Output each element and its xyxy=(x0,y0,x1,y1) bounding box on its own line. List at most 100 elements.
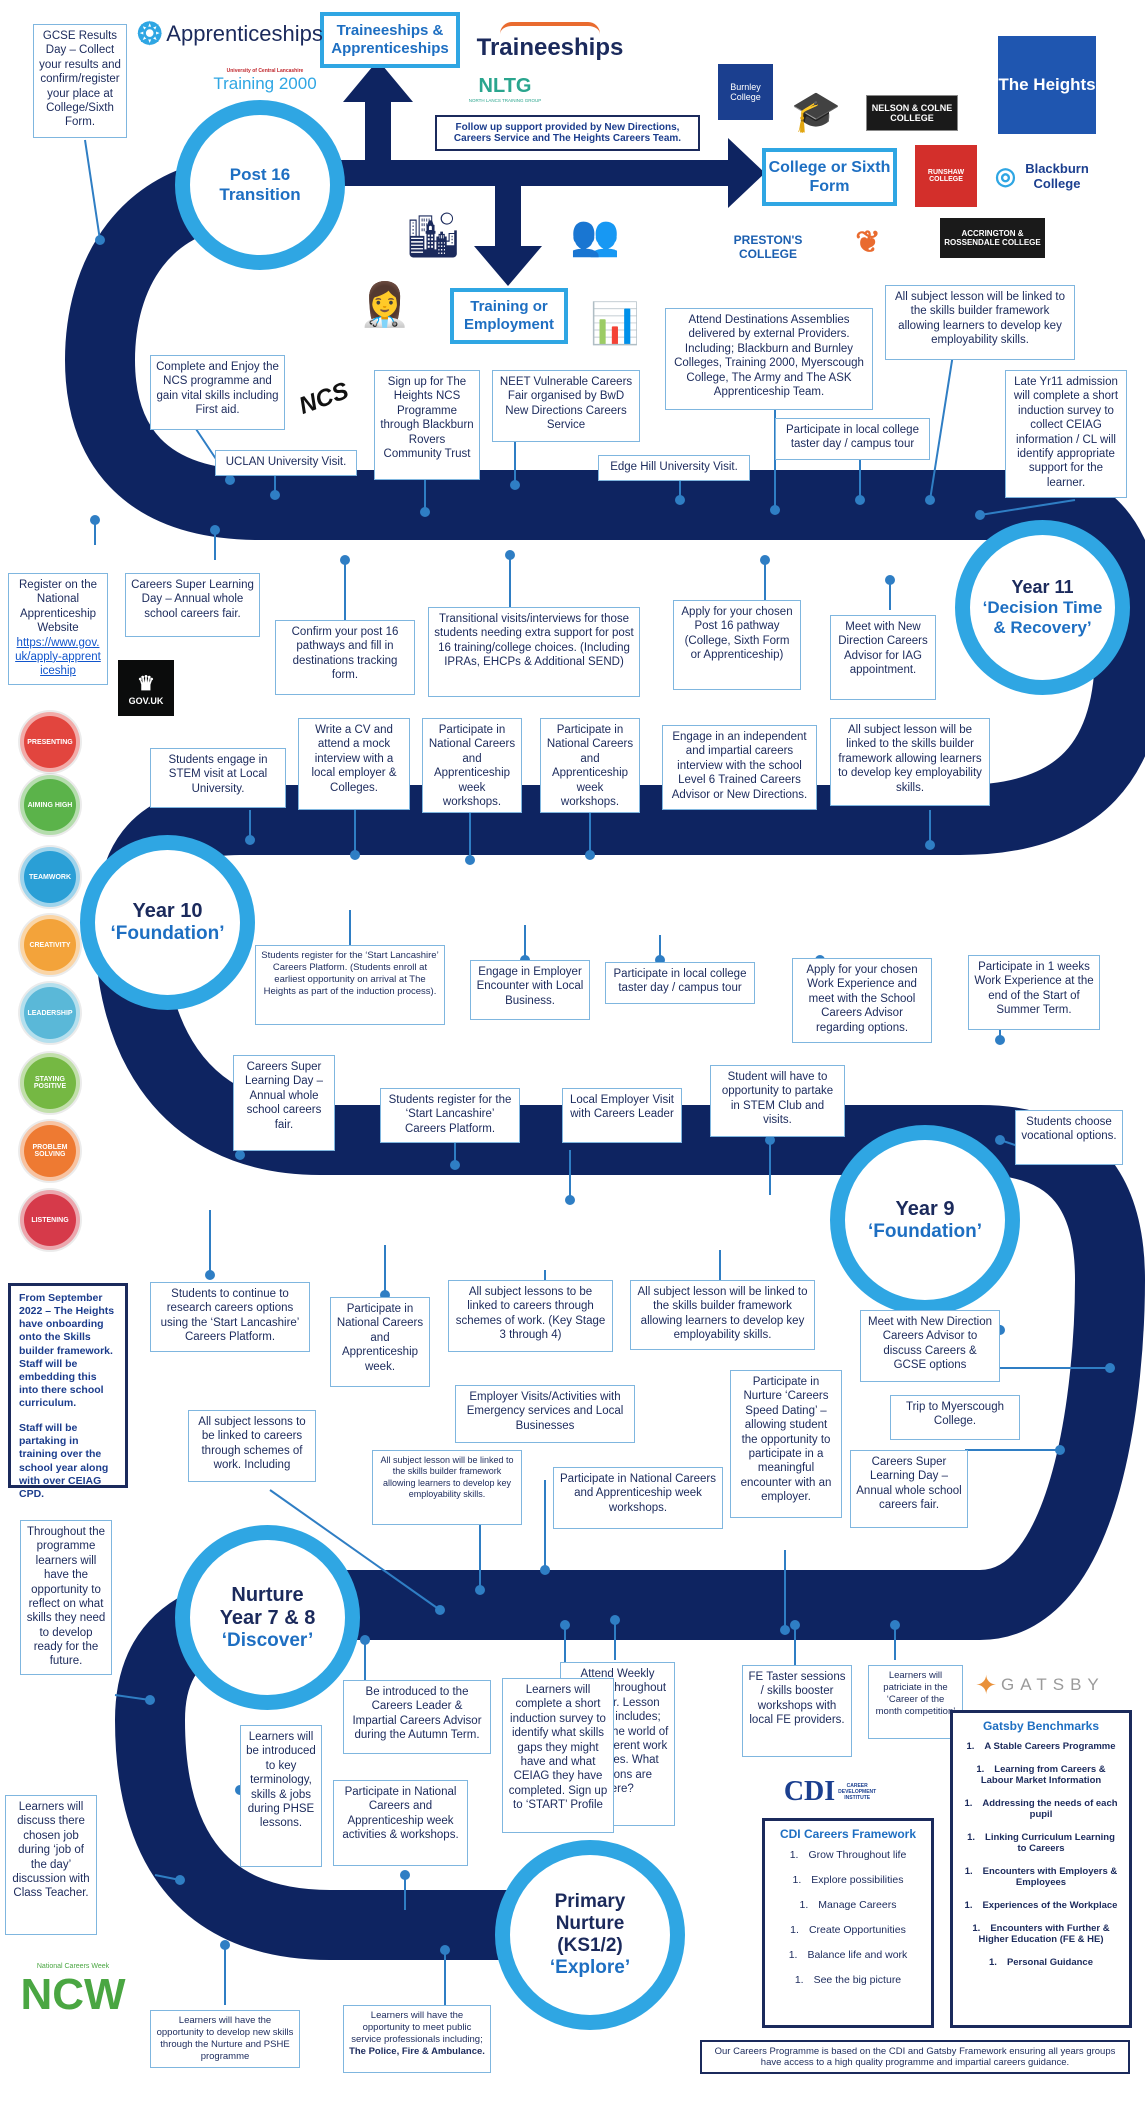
traineeships-logo: Traineeships xyxy=(475,22,625,62)
confirm-pathways-box: Confirm your post 16 pathways and fill i… xyxy=(275,620,415,695)
graduation-cap-icon: 🎓 xyxy=(791,89,841,134)
cdi-framework-panel: CDI Careers Framework 1.Grow Throughout … xyxy=(762,1818,934,2028)
reflect-skills-box: Throughout the programme learners will h… xyxy=(20,1520,112,1675)
arrow-shaft-down xyxy=(495,186,521,248)
year9-title: Year 9 xyxy=(895,1197,955,1220)
public-service-box: Learners will have the opportunity to me… xyxy=(343,2005,491,2073)
onboarding-note-text: From September 2022 – The Heights have o… xyxy=(19,1292,115,1409)
arrow-shaft-right xyxy=(300,160,730,186)
meet-new-direction-y11-box: Meet with New Direction Careers Advisor … xyxy=(830,615,936,700)
post16-title: Post 16 xyxy=(229,165,291,184)
gatsby-benchmarks-title: Gatsby Benchmarks xyxy=(982,1719,1100,1733)
emergency-services-box: Employer Visits/Activities with Emergenc… xyxy=(455,1385,635,1443)
primary-circle: Primary Nurture (KS1/2) ‘Explore’ xyxy=(495,1840,685,2030)
apprenticeships-logo-text: Apprenticeships xyxy=(166,21,323,46)
college-destination: College or Sixth Form xyxy=(762,148,897,206)
career-of-month-box: Learners will patriciate in the ‘Career … xyxy=(868,1665,963,1739)
public-service-text: Learners will have the opportunity to me… xyxy=(351,2010,483,2045)
y11-skills-builder-box: All subject lesson will be linked to the… xyxy=(885,285,1075,360)
ncw-logo-text: NCW xyxy=(20,1969,126,2019)
burnley-logo: Burnley College xyxy=(718,64,773,120)
year10-circle: Year 10 ‘Foundation’ xyxy=(80,835,255,1010)
cdi-item: 1.Explore possibilities xyxy=(792,1874,904,1886)
govuk-logo: ♛ GOV.UK xyxy=(118,660,174,716)
year11-title: Year 11 xyxy=(1011,577,1074,597)
swirl-icon: ❂ xyxy=(137,17,163,51)
year10-title: Year 10 xyxy=(132,900,203,922)
skill-badge-aiming-high: AIMING HIGH xyxy=(20,775,80,835)
super-learning-y9-box: Careers Super Learning Day – Annual whol… xyxy=(850,1450,968,1528)
post16-subtitle: Transition xyxy=(219,185,301,204)
work-experience-1week-box: Participate in 1 weeks Work Experience a… xyxy=(968,955,1100,1030)
onboarding-note-text-2: Staff will be partaking in training over… xyxy=(19,1422,109,1500)
year10-subtitle: ‘Foundation’ xyxy=(110,923,225,944)
year78-subtitle: ‘Discover’ xyxy=(221,1629,314,1651)
gatsby-item: 1.A Stable Careers Programme xyxy=(966,1741,1116,1752)
skill-badge-listening: LISTENING xyxy=(20,1190,80,1250)
traineeships-destination: Traineeships & Apprenticeships xyxy=(320,12,460,68)
presentation-icon: 📊 xyxy=(590,301,640,346)
job-of-day-box: Learners will discuss there chosen job d… xyxy=(5,1795,97,1935)
y10-skills-builder-box: All subject lesson will be linked to the… xyxy=(830,718,990,806)
cdi-item: 1.Grow Throughout life xyxy=(789,1849,907,1861)
accrington-logo: ACCRINGTON & ROSSENDALE COLLEGE xyxy=(940,218,1045,258)
schemes-general-box: All subject lessons to be linked to care… xyxy=(188,1410,316,1482)
year78-title: Nurture Year 7 & 8 xyxy=(219,1583,316,1629)
gatsby-item: 1.Experiences of the Workplace xyxy=(964,1900,1118,1911)
skill-badge-problem-solving: PROBLEM SOLVING xyxy=(20,1121,80,1181)
cdi-logo-text: CAREER DEVELOPMENT INSTITUTE xyxy=(838,1783,877,1801)
gatsby-item: 1.Linking Curriculum Learning to Careers xyxy=(967,1832,1115,1854)
nltg-logo-text: NLTG xyxy=(478,75,532,97)
mock-interview-box: Write a CV and attend a mock interview w… xyxy=(298,718,410,810)
ncs-logo-text: NCS xyxy=(295,377,353,420)
careers-leader-intro-box: Be introduced to the Careers Leader & Im… xyxy=(343,1680,491,1754)
public-service-bold-text: The Police, Fire & Ambulance. xyxy=(349,2045,485,2057)
year78-circle: Nurture Year 7 & 8 ‘Discover’ xyxy=(175,1525,360,1710)
college-taster-y10-box: Participate in local college taster day … xyxy=(605,962,755,1004)
gatsby-item: 1.Learning from Careers & Labour Market … xyxy=(976,1764,1106,1786)
key-terminology-box: Learners will be introduced to key termi… xyxy=(240,1725,322,1867)
skill-badge-leadership: LEADERSHIP xyxy=(20,983,80,1043)
burnley-logo-text: Burnley College xyxy=(730,82,761,102)
year9-subtitle: ‘Foundation’ xyxy=(868,1220,982,1242)
cdi-framework-list: 1.Grow Throughout life 1.Explore possibi… xyxy=(775,1849,921,1986)
cdi-letters-icon: CDI xyxy=(783,1776,836,1807)
gatsby-figure-icon: ✦ xyxy=(975,1669,998,1700)
post16-circle: Post 16 Transition xyxy=(175,100,345,270)
gcse-results-box: GCSE Results Day – Collect your results … xyxy=(33,24,127,138)
ncaw-y9-box: Participate in National Careers and Appr… xyxy=(330,1297,430,1387)
start-lancashire-y10-box: Students register for the ‘Start Lancash… xyxy=(255,945,445,1025)
gatsby-item: 1.Addressing the needs of each pupil xyxy=(964,1798,1118,1820)
nltg-logo-subtext: NORTH LANCS TRAINING GROUP xyxy=(468,98,542,103)
ncaw-primary-box: Participate in National Careers and Appr… xyxy=(333,1780,468,1866)
arrow-head-up xyxy=(343,60,413,102)
register-apprenticeship-box: Register on the National Apprenticeship … xyxy=(8,573,108,685)
gatsby-item: 1.Encounters with Further & Higher Educa… xyxy=(972,1923,1110,1945)
apprenticeship-link[interactable]: https://www.gov.uk/apply-apprenticeship xyxy=(15,636,101,678)
ncaw-y10a-box: Participate in National Careers and Appr… xyxy=(422,718,522,813)
city-buildings-icon: 🏙 xyxy=(405,211,461,260)
team-meeting-icon: 👥 xyxy=(570,213,620,258)
accrington-logo-text: ACCRINGTON & ROSSENDALE COLLEGE xyxy=(944,229,1041,247)
crown-icon: ♛ xyxy=(137,672,155,695)
speed-dating-box: Participate in Nurture ‘Careers Speed Da… xyxy=(730,1370,842,1518)
transitional-visits-box: Transitional visits/interviews for those… xyxy=(428,607,640,697)
stem-university-box: Students engage in STEM visit at Local U… xyxy=(150,748,286,808)
govuk-logo-text: GOV.UK xyxy=(128,695,164,706)
cdi-item: 1.Create Opportunities xyxy=(790,1924,906,1936)
y9-skills-builder-box: All subject lesson will be linked to the… xyxy=(630,1280,815,1350)
runshaw-logo-text: RUNSHAW COLLEGE xyxy=(927,169,965,183)
follow-up-banner: Follow up support provided by New Direct… xyxy=(435,115,700,151)
research-options-box: Students to continue to research careers… xyxy=(150,1282,310,1352)
college-emblem-icon: ❦ xyxy=(855,225,881,259)
ncs-complete-box: Complete and Enjoy the NCS programme and… xyxy=(150,355,285,430)
onboarding-note-box: From September 2022 – The Heights have o… xyxy=(8,1283,128,1500)
apply-pathway-box: Apply for your chosen Post 16 pathway (C… xyxy=(673,600,801,690)
apprenticeships-logo: ❂ Apprenticeships xyxy=(137,14,323,54)
year9-circle: Year 9 ‘Foundation’ xyxy=(830,1125,1020,1315)
skills-builder-small-box: All subject lesson will be linked to the… xyxy=(372,1450,522,1525)
college-taster-y11-box: Participate in local college taster day … xyxy=(775,418,930,460)
ncs-signup-box: Sign up for The Heights NCS Programme th… xyxy=(374,370,480,480)
year11-subtitle: ‘Decision Time & Recovery’ xyxy=(982,598,1103,637)
fe-taster-box: FE Taster sessions / skills booster work… xyxy=(742,1665,852,1757)
